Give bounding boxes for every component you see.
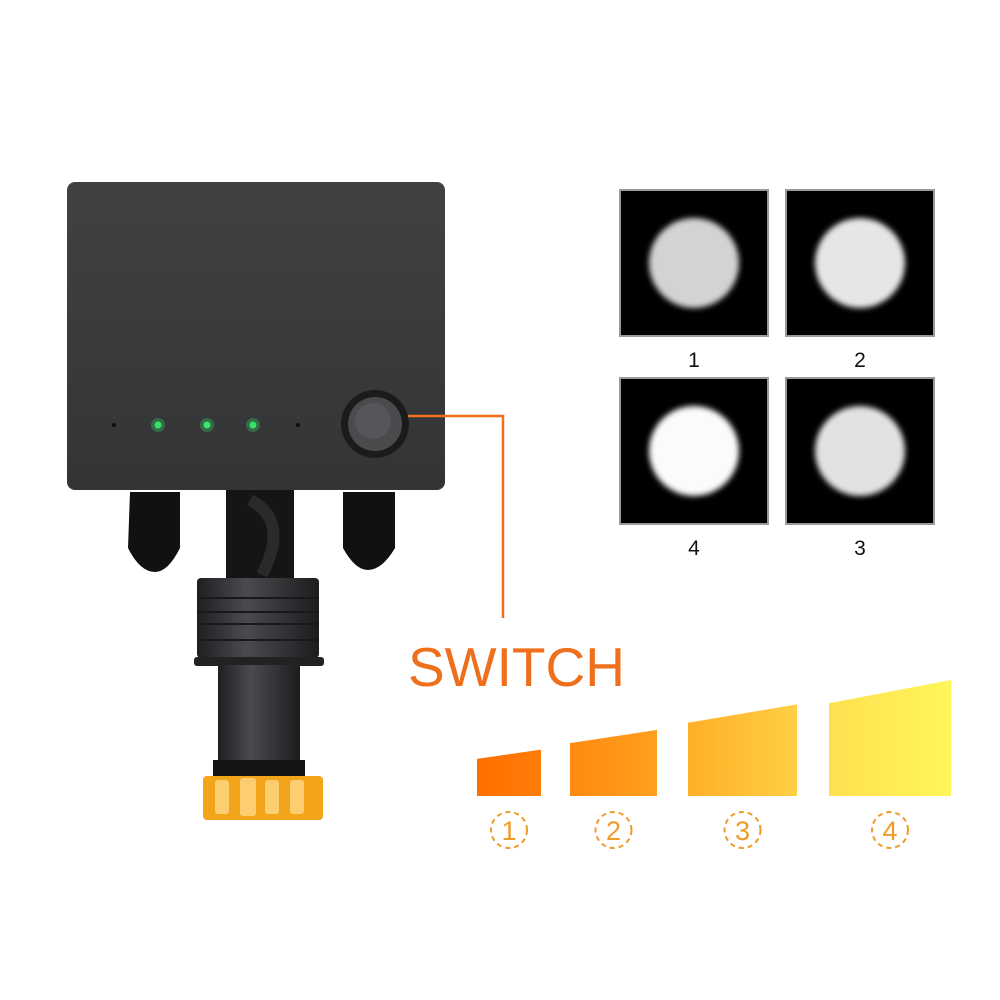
beam-panel: 2 xyxy=(785,189,935,372)
beam-pattern-grid: 1 2 4 3 xyxy=(619,189,935,560)
lamp-collar xyxy=(197,578,319,658)
right-clip xyxy=(343,492,395,570)
headlamp-device xyxy=(67,182,445,820)
beam-spot xyxy=(815,406,905,496)
level-label: 3 xyxy=(735,816,750,846)
level-3: 3 xyxy=(688,704,797,849)
led-indicator xyxy=(112,423,116,427)
level-4: 4 xyxy=(829,680,951,849)
beam-panel: 3 xyxy=(785,377,935,560)
level-label: 4 xyxy=(882,816,897,846)
switch-callout-line xyxy=(408,414,505,618)
panel-label: 2 xyxy=(854,349,866,372)
level-bar xyxy=(688,704,797,796)
dashed-circle-icon xyxy=(594,811,633,849)
led-indicator xyxy=(296,423,300,427)
dashed-circle-icon xyxy=(490,811,528,849)
beam-spot xyxy=(649,218,739,308)
panel-label: 4 xyxy=(688,537,700,560)
level-1: 1 xyxy=(477,749,541,849)
level-label: 1 xyxy=(501,816,516,846)
panel-label: 1 xyxy=(688,349,700,372)
switch-label: SWITCH xyxy=(408,636,625,698)
led-indicator xyxy=(203,421,211,429)
dashed-circle-icon xyxy=(723,811,762,849)
dashed-circle-icon xyxy=(871,811,909,849)
brightness-levels: 1 2 3 4 xyxy=(477,680,951,849)
level-bar xyxy=(829,680,951,796)
beam-spot xyxy=(649,406,739,496)
beam-panel: 4 xyxy=(619,377,769,560)
beam-spot xyxy=(815,218,905,308)
lamp-barrel xyxy=(218,665,300,777)
led-indicator xyxy=(249,421,257,429)
level-bar xyxy=(477,749,541,796)
level-label: 2 xyxy=(606,816,621,846)
level-2: 2 xyxy=(570,729,657,849)
left-clip xyxy=(128,492,180,572)
level-bar xyxy=(570,729,657,796)
led-indicators xyxy=(112,418,300,432)
led-indicator xyxy=(154,421,162,429)
panel-label: 3 xyxy=(854,537,866,560)
beam-panel: 1 xyxy=(619,189,769,372)
